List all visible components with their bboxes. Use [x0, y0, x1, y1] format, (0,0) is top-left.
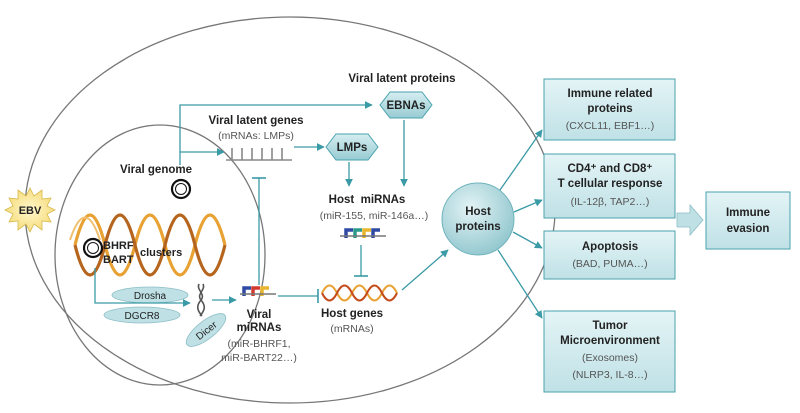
svg-text:proteins: proteins	[587, 103, 632, 115]
box-tumor-microenvironment: Tumor Microenvironment (Exosomes) (NLRP3…	[543, 310, 676, 393]
viral-mirnas-label-1: Viral	[247, 309, 272, 321]
arrow-to-apoptosis	[512, 231, 543, 249]
svg-text:evasion: evasion	[727, 223, 770, 235]
lmps-hexagon	[325, 133, 379, 161]
bart-label: BART	[103, 254, 134, 266]
viral-mirna-icon	[240, 286, 276, 296]
pre-mirna-hairpin-icon	[196, 283, 206, 317]
ebv-label: EBV	[19, 205, 42, 217]
box-apoptosis: Apoptosis (BAD, PUMA…)	[543, 230, 676, 280]
viral-latent-proteins-label: Viral latent proteins	[348, 73, 455, 85]
viral-latent-genes-comb-icon	[226, 148, 292, 161]
svg-text:Tumor: Tumor	[593, 320, 628, 332]
host-mirnas-label: Host miRNAs	[329, 194, 406, 206]
drosha-label: Drosha	[134, 291, 167, 302]
dgcr8-shape	[103, 306, 181, 324]
svg-text:(CXCL11, EBF1…): (CXCL11, EBF1…)	[566, 120, 655, 132]
arrow-host-genes-to-host-proteins	[401, 249, 449, 291]
viral-dna-helix	[69, 213, 227, 277]
svg-text:(NLRP3, IL-8…): (NLRP3, IL-8…)	[572, 369, 647, 381]
viral-mirnas-label-2: miRNAs	[237, 322, 282, 334]
host-genes-wave-icon	[321, 284, 398, 302]
dgcr8-label: DGCR8	[124, 311, 159, 322]
viral-genome-ring-icon	[170, 178, 192, 200]
host-mirnas-examples: (miR-155, miR-146a…)	[320, 210, 429, 222]
arrow-nucleus-to-ebnas	[179, 101, 373, 165]
viral-mirnas-example-1: (miR-BHRF1,	[228, 338, 291, 350]
viral-latent-genes-mrnas: (mRNAs: LMPs)	[218, 130, 294, 142]
svg-text:(IL-12β, TAP2…): (IL-12β, TAP2…)	[571, 196, 650, 208]
svg-text:Immune: Immune	[726, 207, 770, 219]
svg-text:Immune related: Immune related	[568, 88, 653, 100]
nucleus-outline	[54, 124, 266, 386]
viral-mirnas-example-2: miR-BART22…)	[221, 352, 297, 364]
arrow-to-t-cell-response	[513, 199, 543, 213]
ebv-sun-icon	[4, 187, 56, 233]
arrow-to-immune-related	[499, 129, 543, 191]
viral-genome-label: Viral genome	[120, 164, 192, 176]
arrow-nucleus-to-premirna	[94, 268, 191, 307]
bhrf-ring-icon	[82, 237, 104, 259]
box-immune-evasion: Immune evasion	[705, 191, 791, 250]
svg-text:CD4⁺ and CD8⁺: CD4⁺ and CD8⁺	[568, 163, 653, 175]
host-genes-label: Host genes	[321, 308, 383, 320]
dicer-shape: Dicer	[185, 313, 227, 347]
clusters-label: clusters	[140, 247, 182, 259]
ebnas-hexagon	[379, 91, 433, 119]
arrow-to-immune-evasion	[676, 203, 704, 237]
svg-text:Microenvironment: Microenvironment	[560, 335, 660, 347]
svg-text:Apoptosis: Apoptosis	[582, 241, 638, 253]
ebnas-label: EBNAs	[387, 100, 426, 112]
box-immune-related-proteins: Immune related proteins (CXCL11, EBF1…)	[543, 78, 676, 141]
box-t-cellular-response: CD4⁺ and CD8⁺ T cellular response (IL-12…	[543, 153, 676, 219]
host-proteins-node	[441, 182, 515, 256]
svg-text:(BAD, PUMA…): (BAD, PUMA…)	[572, 258, 647, 270]
svg-text:(Exosomes): (Exosomes)	[582, 352, 638, 364]
bhrf-label: BHRF	[103, 240, 134, 252]
svg-text:T cellular response: T cellular response	[558, 178, 663, 190]
lmps-label: LMPs	[337, 142, 368, 154]
host-proteins-label-1: Host	[465, 206, 491, 218]
host-proteins-label-2: proteins	[455, 221, 500, 233]
host-genes-sub-label: (mRNAs)	[330, 323, 373, 335]
viral-latent-genes-label: Viral latent genes	[208, 115, 303, 127]
arrow-to-tumor-microenvironment	[497, 249, 543, 319]
host-mirna-icon	[340, 228, 386, 238]
